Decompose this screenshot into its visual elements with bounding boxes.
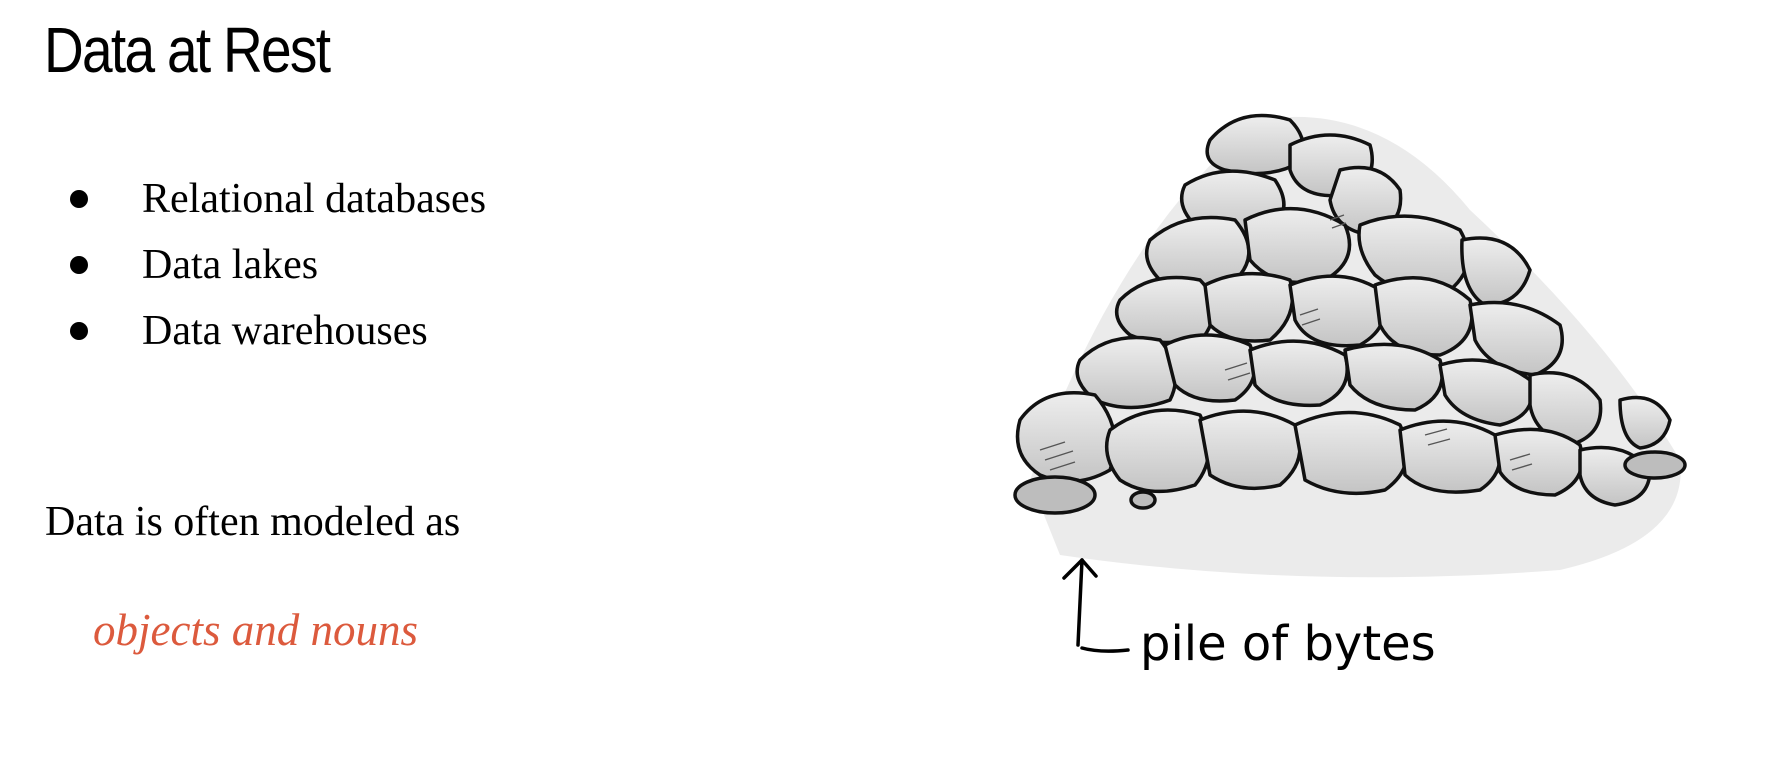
bullet-item: Relational databases xyxy=(62,166,486,232)
bullet-text: Relational databases xyxy=(142,176,487,222)
pile-of-bytes-illustration: pile of bytes xyxy=(1013,113,1687,672)
hand-drawn-up-arrow-icon xyxy=(1062,558,1130,653)
rock-pile-icon xyxy=(1013,113,1687,578)
lead-text: Data is often modeled as xyxy=(45,499,461,545)
bullet-dot-icon xyxy=(70,256,88,274)
bullet-text: Data lakes xyxy=(142,242,319,288)
slide-title: Data at Rest xyxy=(44,14,331,86)
illustration-caption: pile of bytes xyxy=(1140,616,1436,672)
bullet-dot-icon xyxy=(70,322,88,340)
bullet-text: Data warehouses xyxy=(142,308,428,354)
bullet-list: Relational databases Data lakes Data war… xyxy=(62,166,486,364)
bullet-dot-icon xyxy=(70,190,88,208)
bullet-item: Data warehouses xyxy=(62,298,486,364)
bullet-item: Data lakes xyxy=(62,232,486,298)
emphasis-text: objects and nouns xyxy=(93,605,418,655)
